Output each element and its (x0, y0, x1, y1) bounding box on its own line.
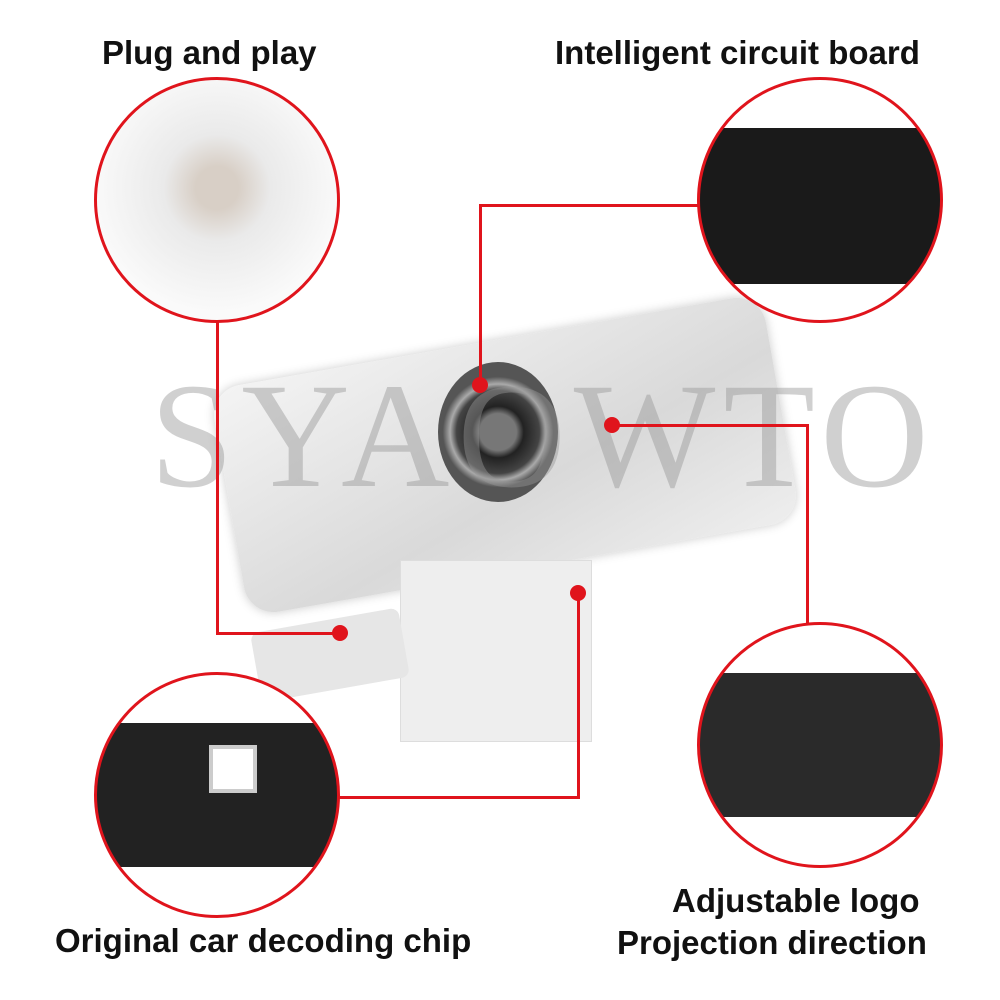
circuit-detail-image (697, 77, 943, 323)
lens (438, 362, 558, 502)
watermark: SYAOWTO (150, 353, 937, 519)
label-decoding-chip: Original car decoding chip (55, 922, 472, 959)
label-projection-direction: Projection direction (617, 924, 927, 961)
callout-dot-chip (570, 585, 586, 601)
callout-dot-plug (332, 625, 348, 641)
projector-base (400, 560, 592, 742)
lens-assembly-detail-image (697, 622, 943, 868)
label-adjustable-logo: Adjustable logo (672, 882, 920, 919)
label-plug-and-play: Plug and play (102, 34, 317, 71)
callout-dot-circuit (472, 377, 488, 393)
label-circuit-board: Intelligent circuit board (555, 34, 920, 71)
callout-dot-adjust (604, 417, 620, 433)
chip-detail-image (94, 672, 340, 918)
plug-detail-image (94, 77, 340, 323)
